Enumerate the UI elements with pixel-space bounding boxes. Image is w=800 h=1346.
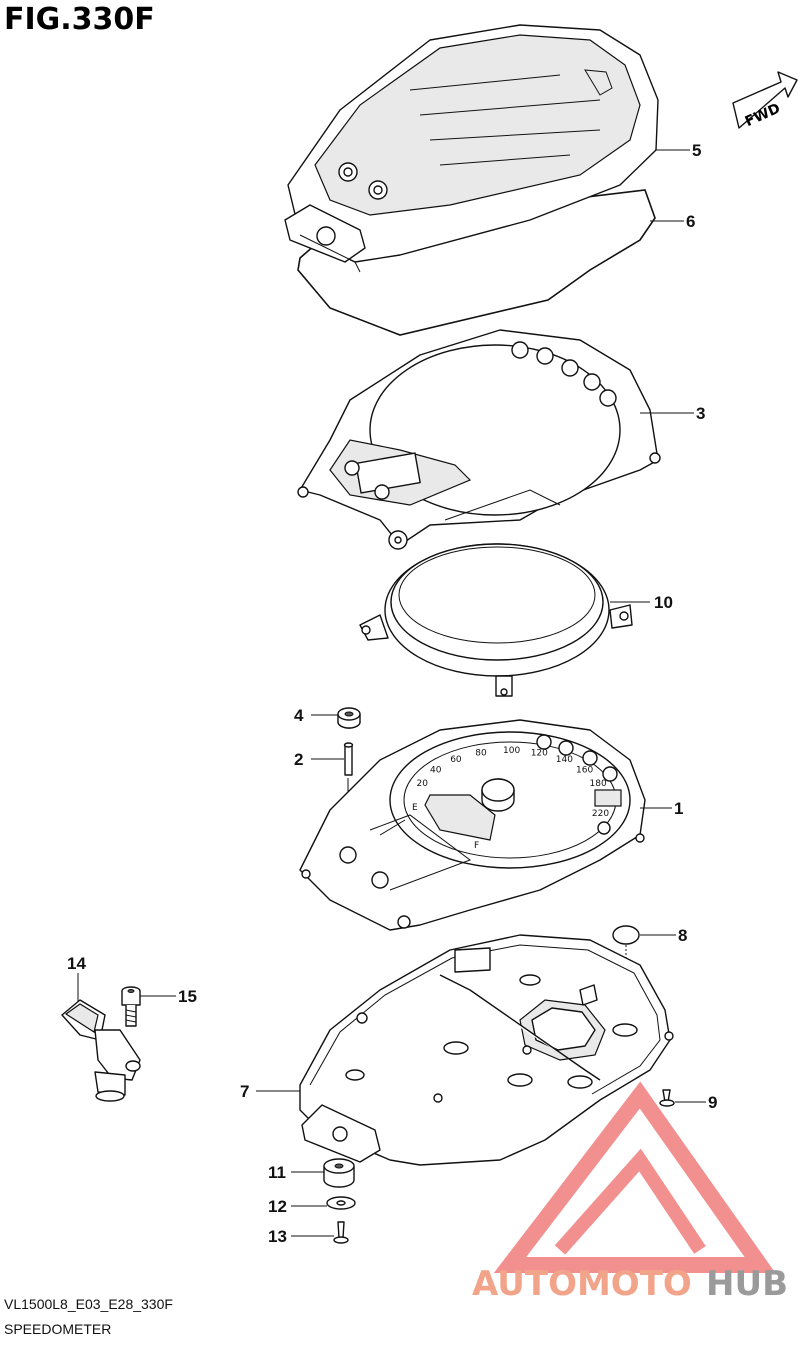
fuel-empty-mark: E [412,803,418,813]
watermark-logo [493,1081,776,1273]
part-12-washer [326,1196,356,1210]
callout-14: 14 [67,954,86,973]
callout-6: 6 [686,212,695,231]
diagram-code: VL1500L8_E03_E28_330F [4,1296,173,1312]
callout-9: 9 [708,1093,717,1112]
dial-number: 220 [592,809,609,819]
fwd-arrow-icon: FWD [732,71,798,130]
fuel-full-mark: F [474,841,479,851]
dial-number: 180 [590,779,607,789]
figure-title: FIG.330F [4,2,155,37]
diagram-name: SPEEDOMETER [4,1321,112,1337]
dial-number: 140 [556,755,573,765]
watermark-text-part2: HUB [706,1264,788,1304]
part-15-bolt [121,986,141,1027]
callout-7: 7 [240,1082,249,1101]
leader-lines [77,149,706,1237]
part-14-sensor [61,999,141,1102]
callout-1: 1 [674,799,683,818]
callout-5: 5 [692,141,701,160]
callout-3: 3 [696,404,705,423]
part-13-screw [333,1221,349,1244]
watermark-text-part1: AUTOMOTO [472,1264,692,1304]
callout-8: 8 [678,926,687,945]
dial-number: 100 [503,746,520,756]
callout-4: 4 [294,706,304,725]
part-4-grommet [337,707,361,729]
callout-2: 2 [294,750,303,769]
callout-13: 13 [268,1227,287,1246]
part-3-bracket [297,329,661,550]
part-1-speedometer: 20406080100120140160180200220 E F [299,719,646,931]
dial-number: 120 [531,748,548,758]
dial-number: 40 [430,766,442,776]
speed-dial-numbers: 20406080100120140160180200220 [417,746,613,819]
callout-15: 15 [178,987,197,1006]
part-9-screw [659,1089,675,1107]
dial-number: 160 [576,766,593,776]
part-7-case [299,934,674,1166]
part-10-ring [359,543,633,697]
dial-number: 80 [475,748,487,758]
callout-11: 11 [268,1163,286,1182]
dial-number: 60 [450,755,462,765]
case-bosses [345,974,638,1103]
callout-12: 12 [268,1197,287,1216]
callout-10: 10 [654,593,673,612]
part-5-cover [284,24,659,273]
part-11-grommet [323,1158,355,1188]
dial-number: 20 [417,779,429,789]
